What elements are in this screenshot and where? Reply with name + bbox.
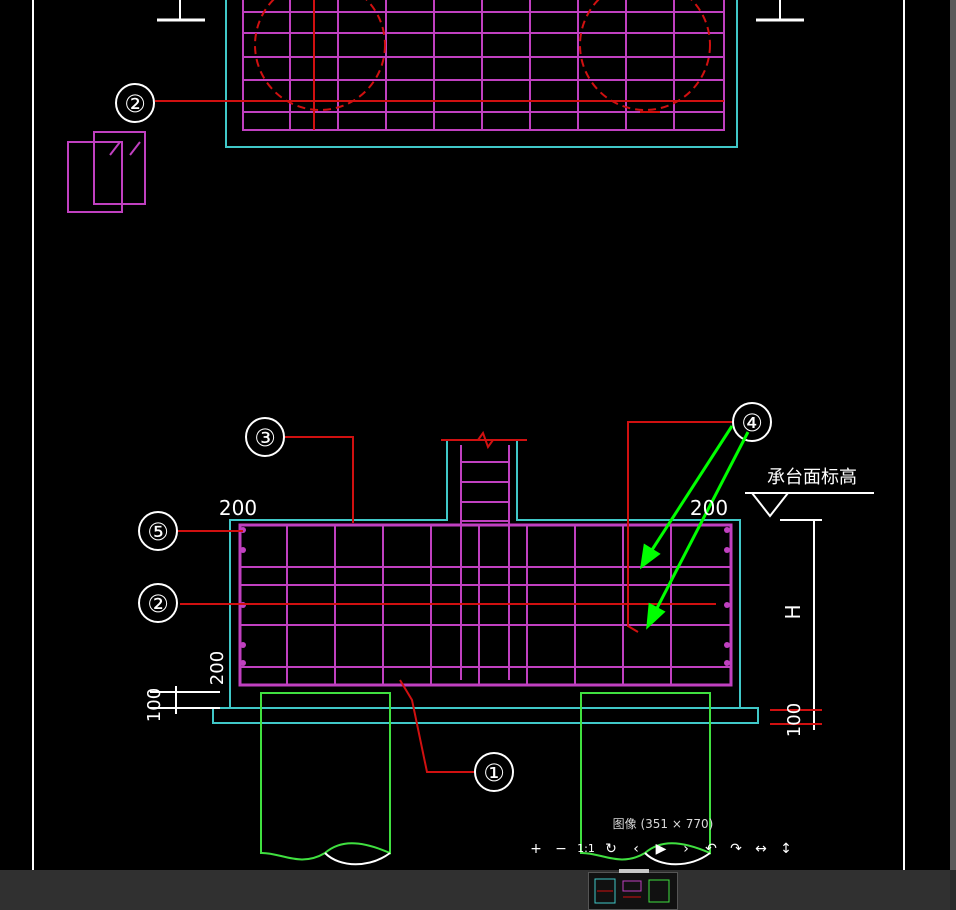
viewer-toolbar: + − 1:1 ↻ ‹ ▶ › ↶ ↷ ↔ ↕: [526, 838, 796, 860]
vertical-scrollbar[interactable]: [950, 0, 956, 910]
svg-text:H: H: [781, 604, 805, 619]
svg-text:200: 200: [207, 651, 228, 685]
callout-3: ③: [245, 417, 354, 523]
next-icon[interactable]: ›: [683, 841, 689, 857]
svg-text:③: ③: [254, 424, 276, 452]
actual-size-icon[interactable]: 1:1: [577, 842, 595, 855]
upper-pile-cap: [157, 0, 804, 148]
svg-text:④: ④: [741, 409, 763, 437]
thumbnail-current[interactable]: [588, 872, 678, 910]
pile-cap-section: [180, 430, 759, 866]
undo-icon[interactable]: ↶: [705, 841, 717, 857]
thumbnail-strip: [0, 870, 950, 910]
svg-text:②: ②: [147, 590, 169, 618]
stirrup-detail: [67, 131, 146, 213]
image-size-caption: 图像 (351 × 770): [612, 817, 714, 831]
play-icon[interactable]: ▶: [655, 841, 667, 857]
annotation-arrows: [639, 425, 750, 630]
scrollbar-thumb[interactable]: [950, 0, 956, 870]
zoom-out-icon[interactable]: −: [555, 841, 567, 857]
dimensions: 200 200 200 100 H 100 承台面标高: [144, 467, 874, 737]
rotate-icon[interactable]: ↻: [605, 841, 617, 857]
svg-text:⑤: ⑤: [147, 518, 169, 546]
redo-icon[interactable]: ↷: [730, 841, 742, 857]
callout-2-top: ②: [115, 83, 724, 123]
fit-height-icon[interactable]: ↕: [780, 841, 792, 857]
thumbnail-preview: [594, 878, 670, 904]
callout-2-lower: ②: [138, 583, 178, 623]
svg-text:100: 100: [144, 688, 165, 722]
callout-4: ④: [627, 402, 772, 633]
svg-text:②: ②: [124, 90, 146, 118]
svg-text:200: 200: [690, 496, 728, 520]
svg-text:①: ①: [483, 759, 505, 787]
previous-icon[interactable]: ‹: [633, 841, 639, 857]
thumbnail-active-indicator: [619, 869, 649, 873]
svg-text:200: 200: [219, 496, 257, 520]
callout-1: ①: [399, 679, 514, 792]
zoom-in-icon[interactable]: +: [530, 841, 542, 857]
svg-text:承台面标高: 承台面标高: [767, 467, 857, 488]
fit-width-icon[interactable]: ↔: [755, 841, 767, 857]
callout-5: ⑤: [138, 511, 243, 551]
svg-text:100: 100: [784, 703, 805, 737]
